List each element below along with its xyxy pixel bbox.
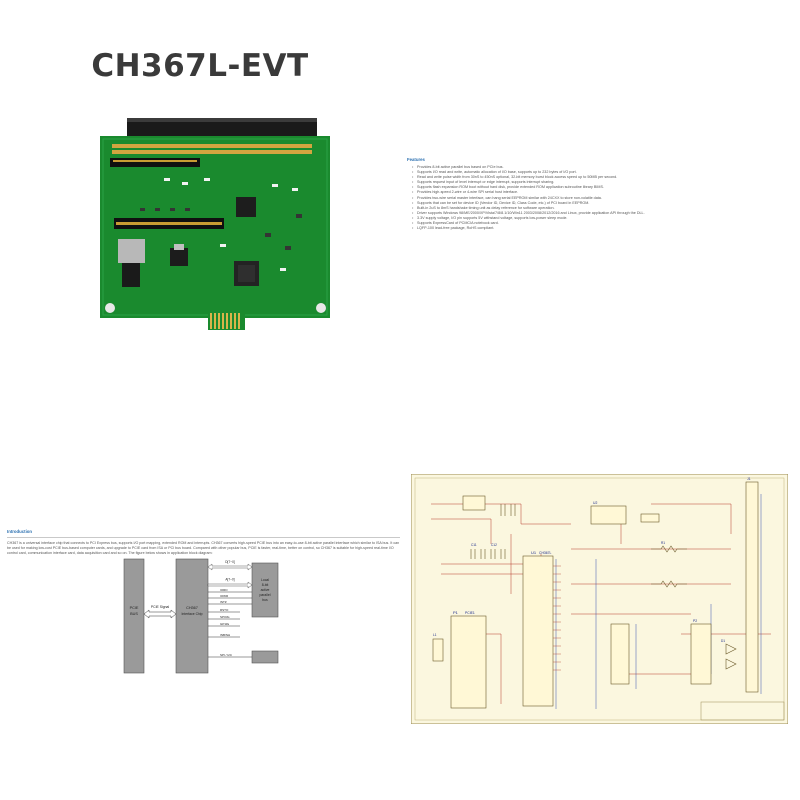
signal-iowr: IOWR — [220, 594, 229, 598]
pcie-signal-label: PCIE Signal — [151, 605, 170, 609]
signal-spi-i2c: SPI / I2C — [220, 653, 233, 657]
feature-item: Supports I/O read and write, automatic a… — [412, 170, 797, 175]
ref-d1: D1 — [721, 639, 725, 643]
chip-u2 — [590, 505, 627, 525]
signal-spo: SPO#s — [220, 615, 230, 619]
product-photo-panel: CH367L-EVT — [0, 0, 400, 400]
features-section: Features Provides 8-bit active parallel … — [407, 157, 797, 231]
ref-c12: C12 — [491, 543, 497, 547]
signal-data-bus: D[7~0] — [225, 560, 235, 564]
signal-inb: INB/NH — [220, 633, 230, 637]
introduction-panel: Introduction CH367 is a universal interf… — [0, 400, 400, 800]
ref-l1: L1 — [433, 633, 437, 637]
device-label-3: active — [261, 588, 270, 592]
ref-r1: R1 — [661, 541, 665, 545]
chip-u1 — [522, 555, 554, 707]
signal-address-bus: A[7~0] — [225, 578, 234, 582]
introduction-section: Introduction CH367 is a universal interf… — [7, 529, 400, 556]
ref-u2: U2 — [593, 501, 597, 505]
signal-rsto: RSTO — [220, 608, 229, 612]
chip-label-2: Interface Chip — [181, 612, 202, 616]
ref-p1: P1 — [453, 610, 459, 615]
pcie-bus-label-1: PCIE — [130, 606, 139, 610]
feature-item: Driver supports Windows 98/ME/2000/XP/Vi… — [412, 211, 797, 216]
feature-item: LQFP-100 lead-free package, RoHS complia… — [412, 226, 797, 231]
pcie-bus-label-2: BUS — [130, 612, 138, 616]
features-heading: Features — [407, 157, 425, 162]
signal-iord: IORD — [220, 588, 228, 592]
introduction-heading: Introduction — [7, 529, 33, 534]
introduction-text: CH367 is a universal interface chip that… — [7, 541, 400, 555]
feature-item: Read and write pulse width from 30nS to … — [412, 175, 797, 180]
device-label-5: bus — [262, 598, 268, 602]
feature-item: Supports ExpressCard of PCMCIA notebook … — [412, 221, 797, 226]
feature-item: Provides two-wire serial master interfac… — [412, 196, 797, 201]
features-panel: Features Provides 8-bit active parallel … — [400, 0, 800, 400]
signal-int: INT# — [220, 600, 227, 604]
ref-u1-part: CH367L — [539, 551, 552, 555]
ref-p2: P2 — [693, 619, 697, 623]
device-label-4: parallel — [260, 593, 271, 597]
connector-p1 — [450, 615, 487, 709]
section-divider — [7, 537, 400, 538]
feature-item: Supports flash expansion ROM boot withou… — [412, 185, 797, 190]
circuit-schematic: U1 CH367L P1 PCIE1 C11 C12 D1 J1 U2 P2 R… — [411, 474, 788, 724]
schematic-panel: U1 CH367L P1 PCIE1 C11 C12 D1 J1 U2 P2 R… — [400, 400, 800, 800]
ref-j1: J1 — [747, 477, 751, 481]
application-block-diagram: PCIE BUS PCIE Signal CH367 Interface Chi… — [123, 558, 279, 674]
pcb-board-photo — [100, 118, 330, 330]
feature-item: Provides 8-bit active parallel bus based… — [412, 165, 797, 170]
features-list: Provides 8-bit active parallel bus based… — [407, 165, 797, 231]
feature-item: Built-in 2uS to 8mS handshake timing uni… — [412, 206, 797, 211]
chip-label-1: CH367 — [186, 606, 198, 610]
signal-gp1: GP1#s — [220, 622, 230, 626]
device-label-2: 8-bit — [262, 583, 269, 587]
feature-item: 3.3V supply voltage, I/O pin supports 5V… — [412, 216, 797, 221]
ref-p1-part: PCIE1 — [465, 611, 475, 615]
product-title: CH367L-EVT — [91, 48, 309, 84]
feature-item: Supports request input of level interrup… — [412, 180, 797, 185]
feature-item: Provides high-speed 2-wire or 4-wire SPI… — [412, 190, 797, 195]
header-j1 — [745, 481, 759, 693]
ref-u1: U1 — [531, 550, 537, 555]
ref-c11: C11 — [471, 543, 477, 547]
feature-item: Supports that can be set for device ID (… — [412, 201, 797, 206]
device-label-1: Local — [261, 578, 269, 582]
